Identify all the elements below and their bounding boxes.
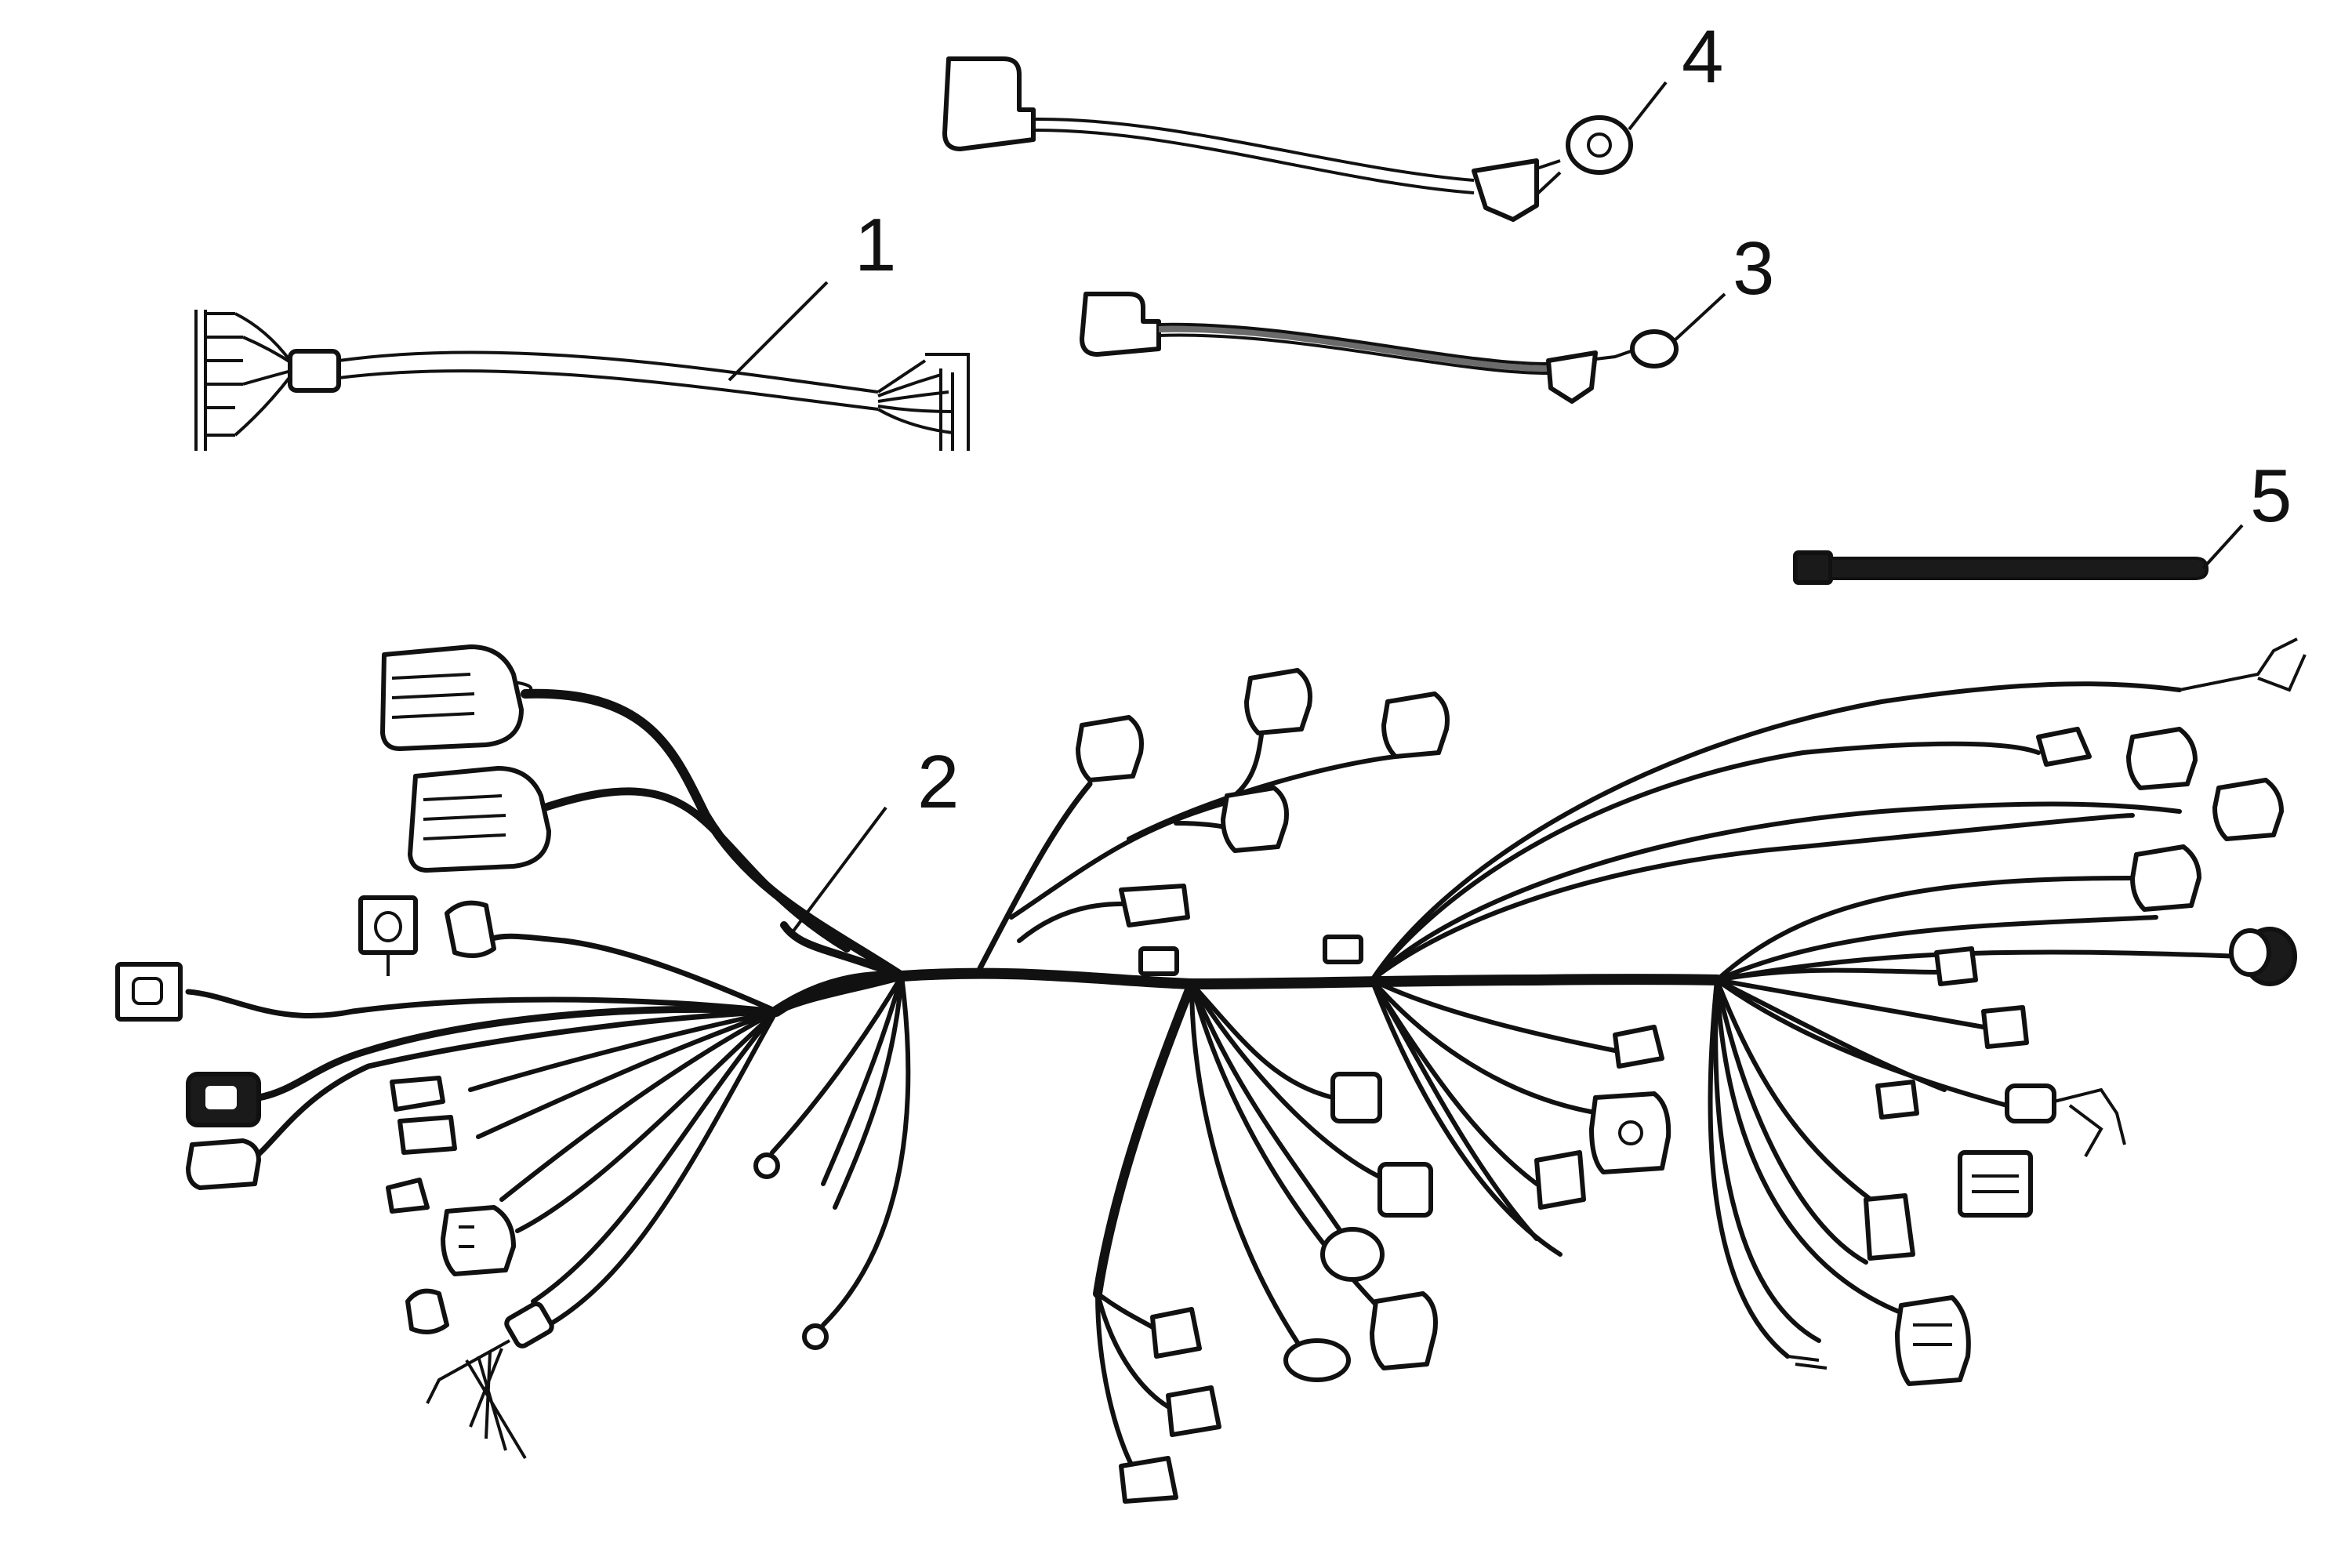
dark-connector-icon (186, 1072, 261, 1127)
small-connector-icon (1119, 1307, 1221, 1504)
terminal-boot-icon (942, 56, 1036, 151)
callout-number-5: 5 (2250, 454, 2292, 538)
ring-terminal-icon (802, 1323, 829, 1350)
multi-pin-connector-icon (1958, 1150, 2033, 1218)
plug-connector-icon (186, 1138, 261, 1190)
multi-pin-connector-icon (1370, 1291, 1438, 1370)
large-multi-pin-connector-icon (380, 644, 533, 751)
bullet-connector-icon (2036, 727, 2092, 767)
small-connector-icon (2212, 778, 2284, 841)
comb-connector-icon (877, 353, 970, 451)
small-connector-icon (2130, 844, 2201, 912)
multi-pin-connector-icon (1589, 1091, 1671, 1174)
small-connector-icon (1875, 946, 2029, 1120)
callout-number-2: 2 (917, 740, 959, 824)
callout-number-3: 3 (1733, 227, 1774, 310)
splice-sleeve-icon (2005, 1083, 2126, 1157)
ring-terminal-icon (1566, 115, 1633, 175)
dark-connector-icon (1377, 1162, 1433, 1218)
small-connector-icon (1221, 786, 1289, 853)
crimp-sleeve-icon (1472, 158, 1539, 222)
cable-tie-head-icon (1793, 550, 1833, 585)
small-connector-icon (1534, 1150, 1586, 1210)
small-connector-icon (1119, 884, 1190, 927)
part-4-battery-cable: 4 (942, 15, 1723, 222)
small-connector-icon (1381, 691, 1450, 759)
ring-terminal-icon (753, 1152, 780, 1179)
small-connector-icon (1076, 715, 1144, 782)
bullet-connector-icon (1283, 1338, 1351, 1382)
dark-connector-icon (1330, 1072, 1382, 1123)
round-connector-icon (2229, 927, 2297, 986)
large-multi-pin-connector-icon (408, 766, 551, 873)
small-connector-icon (1864, 1193, 1915, 1261)
bullet-connector-icon (405, 1288, 449, 1334)
part-3-ground-cable: 3 (1080, 227, 1774, 404)
part-2-main-harness: 2 (115, 637, 2307, 1504)
bullet-connector-icon (445, 900, 496, 958)
comb-connector-icon (194, 310, 296, 451)
round-connector-icon (1320, 1227, 1385, 1282)
splice-sleeve-icon (288, 349, 341, 393)
callout-number-4: 4 (1682, 15, 1723, 99)
harness-clip-icon (1323, 935, 1363, 964)
comb-connector-icon (2179, 637, 2307, 692)
cable-tie-icon (1829, 557, 2209, 580)
switch-connector-icon (358, 895, 418, 976)
part-1-sub-harness: 1 (194, 203, 970, 451)
multi-pin-connector-icon (441, 1205, 516, 1276)
multi-pin-connector-icon (1895, 1295, 1971, 1386)
small-connector-icon (1244, 668, 1312, 735)
callout-number-1: 1 (855, 203, 896, 287)
comb-connector-icon (426, 1301, 554, 1460)
small-connector-icon (1613, 1025, 1664, 1069)
terminal-boot-icon (1080, 292, 1161, 357)
small-connector-icon (2126, 727, 2198, 790)
ring-terminal-icon (1630, 329, 1679, 368)
crimp-sleeve-icon (1546, 350, 1598, 404)
part-5-cable-tie: 5 (1793, 454, 2292, 585)
small-connector-icon (386, 1076, 457, 1214)
ground-terminal-icon (115, 962, 183, 1022)
harness-clip-icon (1138, 946, 1179, 976)
